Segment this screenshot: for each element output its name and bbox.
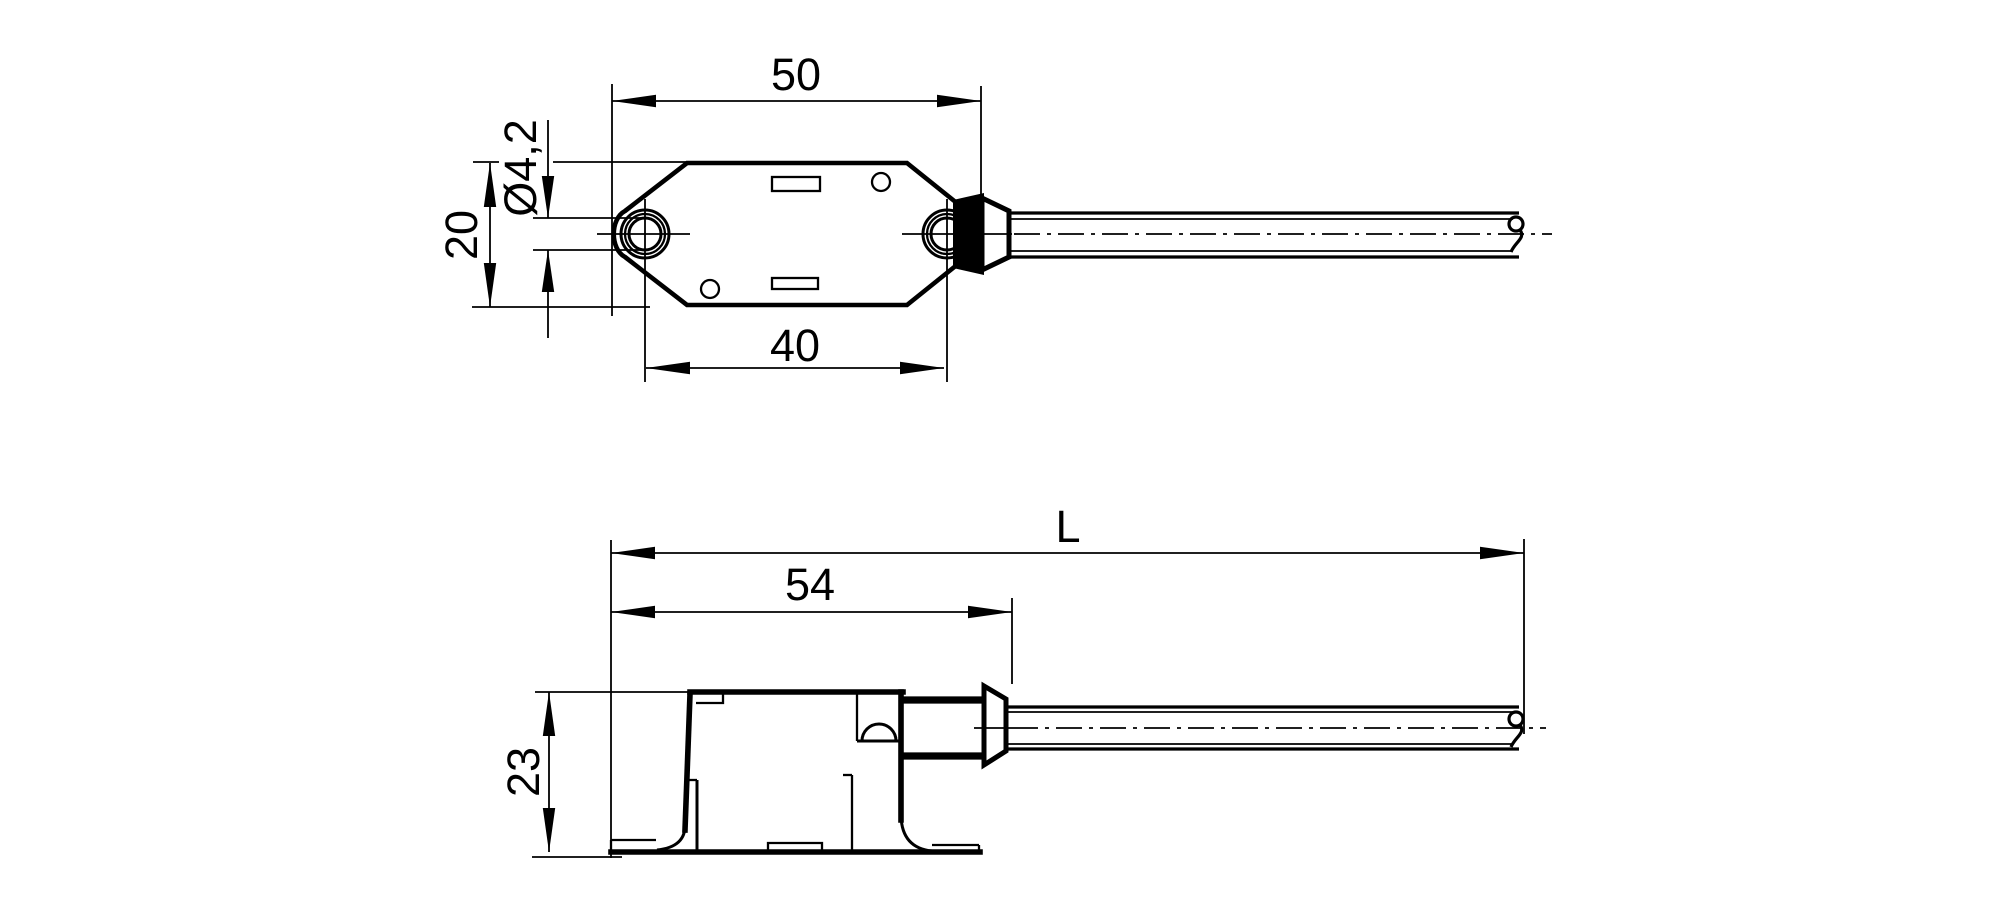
housing-details-top — [699, 171, 892, 300]
dimension-body-length: 54 — [611, 559, 1013, 684]
cable-break-curve — [1509, 229, 1524, 253]
detail-hole-upper-right — [870, 171, 892, 193]
dim-label-side-height: 23 — [498, 747, 549, 797]
dimension-hole-spacing: 40 — [646, 320, 944, 375]
base-center-tab — [766, 841, 824, 852]
mounting-hole-left — [597, 199, 690, 382]
cable-side-view — [974, 705, 1546, 751]
dim-label-hole-spacing: 40 — [770, 320, 820, 371]
notch-top-left — [696, 694, 725, 705]
dim-label-body-width: 50 — [771, 49, 821, 100]
dimension-total-length: L — [610, 501, 1525, 858]
cable-top-view — [1009, 211, 1552, 259]
dimension-body-height: 20 — [436, 161, 688, 308]
arrowhead-right — [900, 361, 944, 375]
side-view: L 54 23 — [498, 501, 1546, 858]
gland-nut — [981, 681, 1009, 770]
dim-label-hole-diameter: Ø4,2 — [495, 119, 546, 217]
arrowhead-down — [541, 176, 555, 218]
dimension-body-width: 50 — [611, 49, 982, 316]
left-foot-fillet — [656, 823, 687, 852]
arrowhead-up — [542, 692, 556, 736]
detail-hole-lower-left — [699, 278, 721, 300]
mounting-hole-right — [902, 199, 1012, 382]
arrowhead-left — [612, 94, 656, 108]
arrowhead-up — [483, 163, 497, 207]
cable-break-loop — [1507, 710, 1525, 728]
top-view: 50 40 20 Ø4,2 — [436, 49, 1552, 382]
detail-slot-lower — [770, 276, 820, 291]
arrowhead-down — [483, 263, 497, 307]
arrowhead-right — [968, 605, 1012, 619]
dim-label-body-length: 54 — [785, 559, 835, 610]
sensor-body-side — [608, 689, 983, 855]
dimension-hole-diameter: Ø4,2 — [495, 119, 645, 338]
dimension-side-height: 23 — [498, 691, 688, 858]
cable-break-curve — [1509, 724, 1524, 748]
right-foot-fillet — [899, 815, 933, 853]
detail-slot-upper — [770, 175, 822, 193]
body-left-wall — [682, 691, 693, 833]
arrowhead-left — [611, 546, 655, 560]
arrowhead-left — [646, 361, 690, 375]
dim-label-body-height: 20 — [436, 210, 487, 260]
cable-gland-side — [899, 681, 1009, 770]
arrowhead-right — [937, 94, 981, 108]
arrowhead-down — [542, 808, 556, 852]
arrowhead-right — [1480, 546, 1524, 560]
pocket-hump — [860, 722, 898, 742]
arrowhead-left — [611, 605, 655, 619]
arrowhead-up — [541, 250, 555, 292]
cable-break-loop — [1507, 215, 1525, 233]
dim-label-total-length: L — [1055, 501, 1080, 552]
